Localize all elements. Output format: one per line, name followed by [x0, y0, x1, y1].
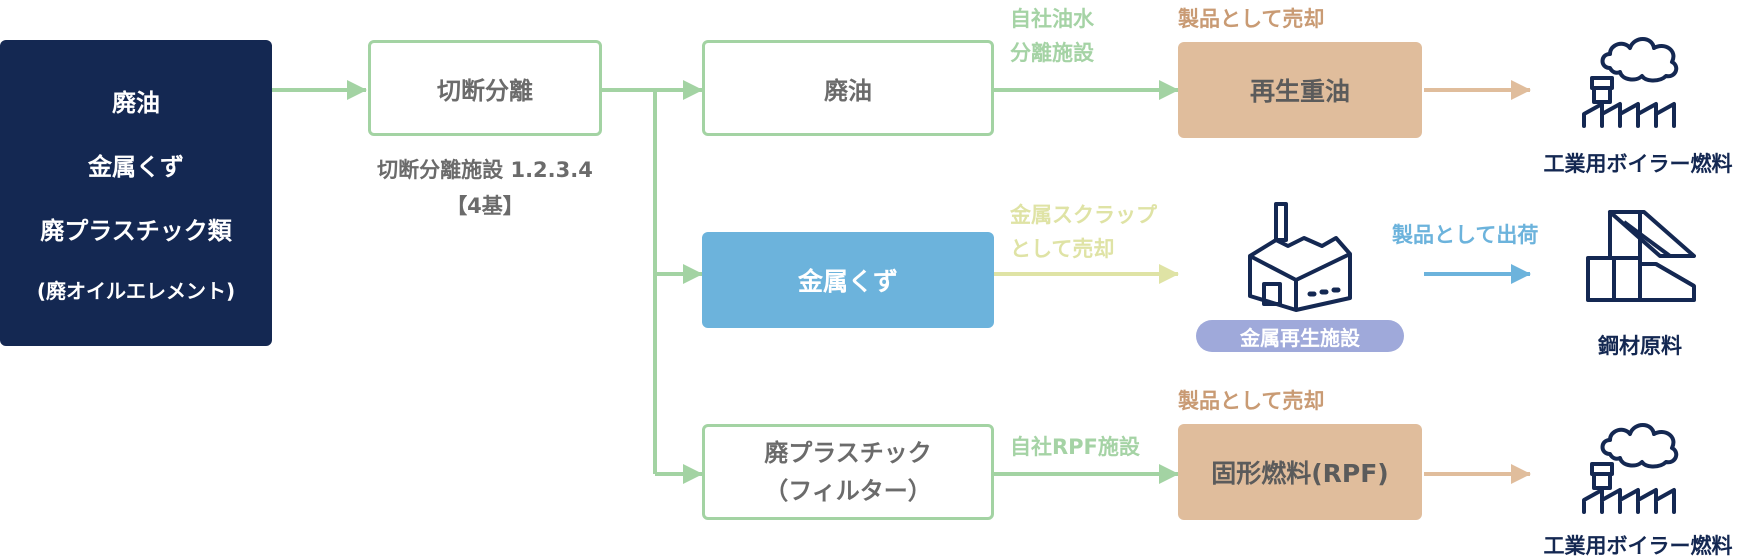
metal-box: 金属くず — [702, 232, 994, 328]
steel-material-icon — [1586, 210, 1696, 302]
metal-use-caption: 鋼材原料 — [1598, 334, 1682, 358]
plastic-label-line-1: 廃プラスチック — [764, 439, 932, 467]
metal-label: 金属くず — [797, 267, 898, 296]
oil-sale-label: 製品として売却 — [1178, 7, 1325, 31]
source-line-plastic: 廃プラスチック類 — [40, 216, 232, 245]
plastic-label-line-2: （フィルター） — [764, 477, 932, 505]
process-box: 切断分離 — [368, 40, 602, 136]
source-box: 廃油 金属くず 廃プラスチック類 (廃オイルエレメント) — [0, 40, 272, 346]
process-label: 切断分離 — [437, 76, 533, 105]
metal-ship-label: 製品として出荷 — [1392, 223, 1539, 247]
oil-facility-label: 自社油水 分離施設 — [1010, 2, 1094, 70]
rpf-use-caption: 工業用ボイラー燃料 — [1543, 534, 1733, 558]
factory-smoke-icon-2 — [1582, 423, 1679, 514]
metal-sale-label: 金属スクラップ として売却 — [1010, 198, 1157, 266]
oil-use-caption: 工業用ボイラー燃料 — [1543, 152, 1733, 176]
plastic-box: 廃プラスチック （フィルター） — [702, 424, 994, 520]
oil-facility-line-2: 分離施設 — [1010, 41, 1094, 65]
plastic-facility-label: 自社RPF施設 — [1010, 435, 1140, 459]
metal-sale-line-1: 金属スクラップ — [1010, 203, 1157, 227]
factory-smoke-icon — [1582, 37, 1679, 128]
rpf-product-label: 固形燃料(RPF) — [1211, 459, 1389, 488]
oil-label: 廃油 — [824, 76, 872, 105]
source-line-metal: 金属くず — [88, 152, 184, 181]
oil-product-box: 再生重油 — [1178, 42, 1422, 138]
metal-facility-badge: 金属再生施設 — [1196, 320, 1404, 352]
metal-sale-line-2: として売却 — [1010, 237, 1115, 261]
process-caption-line-2: 【4基】 — [446, 194, 524, 218]
oil-product-label: 再生重油 — [1249, 77, 1350, 106]
source-line-oil: 廃油 — [112, 88, 160, 117]
process-caption: 切断分離施設 1.2.3.4 【4基】 — [360, 152, 610, 224]
plastic-sale-label: 製品として売却 — [1178, 389, 1325, 413]
oil-facility-line-1: 自社油水 — [1010, 7, 1094, 31]
source-line-element: (廃オイルエレメント) — [36, 278, 236, 303]
rpf-product-box: 固形燃料(RPF) — [1178, 424, 1422, 520]
process-caption-line-1: 切断分離施設 1.2.3.4 — [377, 158, 593, 182]
oil-box: 廃油 — [702, 40, 994, 136]
factory-building-icon — [1248, 202, 1352, 312]
